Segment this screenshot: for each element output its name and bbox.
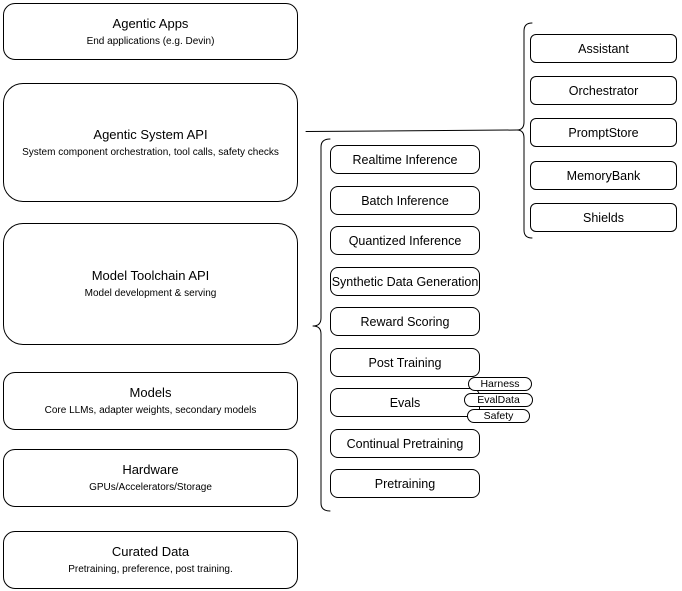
node-orchestrator[interactable]: Orchestrator xyxy=(530,76,677,105)
pill-safety[interactable]: Safety xyxy=(467,409,530,423)
node-pretraining[interactable]: Pretraining xyxy=(330,469,480,498)
node-continual-pretraining[interactable]: Continual Pretraining xyxy=(330,429,480,458)
brace-middle-group xyxy=(312,138,331,512)
node-post-training[interactable]: Post Training xyxy=(330,348,480,377)
node-label: MemoryBank xyxy=(566,168,641,183)
node-title: Curated Data xyxy=(111,544,190,559)
node-shields[interactable]: Shields xyxy=(530,203,677,232)
node-subtitle: System component orchestration, tool cal… xyxy=(22,146,279,158)
node-batch-inference[interactable]: Batch Inference xyxy=(330,186,480,215)
pill-label: Safety xyxy=(483,410,514,422)
node-assistant[interactable]: Assistant xyxy=(530,34,677,63)
pill-label: Harness xyxy=(480,378,520,390)
node-model-toolchain-api[interactable]: Model Toolchain API Model development & … xyxy=(3,223,298,345)
node-title: Hardware xyxy=(122,462,179,477)
node-title: Models xyxy=(129,385,172,400)
node-title: Agentic System API xyxy=(93,126,208,142)
node-label: Orchestrator xyxy=(568,83,639,98)
node-realtime-inference[interactable]: Realtime Inference xyxy=(330,145,480,174)
connector-system-api-to-right-group xyxy=(305,129,518,132)
node-label: Reward Scoring xyxy=(360,314,450,329)
node-subtitle: Core LLMs, adapter weights, secondary mo… xyxy=(44,405,257,416)
pill-evaldata[interactable]: EvalData xyxy=(464,393,533,407)
node-subtitle: Model development & serving xyxy=(84,288,217,299)
node-label: Continual Pretraining xyxy=(346,436,464,451)
node-label: Shields xyxy=(583,210,624,225)
node-promptstore[interactable]: PromptStore xyxy=(530,118,677,147)
node-title: Agentic Apps xyxy=(112,15,189,31)
node-agentic-system-api[interactable]: Agentic System API System component orch… xyxy=(3,83,298,202)
node-label: Quantized Inference xyxy=(348,233,462,248)
node-label: Evals xyxy=(389,395,421,410)
node-label: Synthetic Data Generation xyxy=(331,274,479,289)
pill-harness[interactable]: Harness xyxy=(468,377,532,391)
node-label: Assistant xyxy=(578,41,629,56)
node-reward-scoring[interactable]: Reward Scoring xyxy=(330,307,480,336)
node-hardware[interactable]: Hardware GPUs/Accelerators/Storage xyxy=(3,449,298,507)
node-subtitle: Pretraining, preference, post training. xyxy=(68,564,233,575)
node-label: Post Training xyxy=(368,355,442,370)
node-label: Pretraining xyxy=(374,476,436,491)
node-label: Batch Inference xyxy=(361,193,449,208)
node-memorybank[interactable]: MemoryBank xyxy=(530,161,677,190)
node-label: PromptStore xyxy=(568,125,639,140)
pill-label: EvalData xyxy=(477,394,520,406)
node-agentic-apps[interactable]: Agentic Apps End applications (e.g. Devi… xyxy=(3,3,298,60)
node-evals[interactable]: Evals xyxy=(330,388,480,417)
node-subtitle: End applications (e.g. Devin) xyxy=(86,35,215,47)
node-curated-data[interactable]: Curated Data Pretraining, preference, po… xyxy=(3,531,298,589)
node-subtitle: GPUs/Accelerators/Storage xyxy=(89,482,212,493)
node-synthetic-data-generation[interactable]: Synthetic Data Generation xyxy=(330,267,480,296)
node-label: Realtime Inference xyxy=(352,152,458,167)
node-models[interactable]: Models Core LLMs, adapter weights, secon… xyxy=(3,372,298,430)
node-title: Model Toolchain API xyxy=(91,268,210,283)
node-quantized-inference[interactable]: Quantized Inference xyxy=(330,226,480,255)
